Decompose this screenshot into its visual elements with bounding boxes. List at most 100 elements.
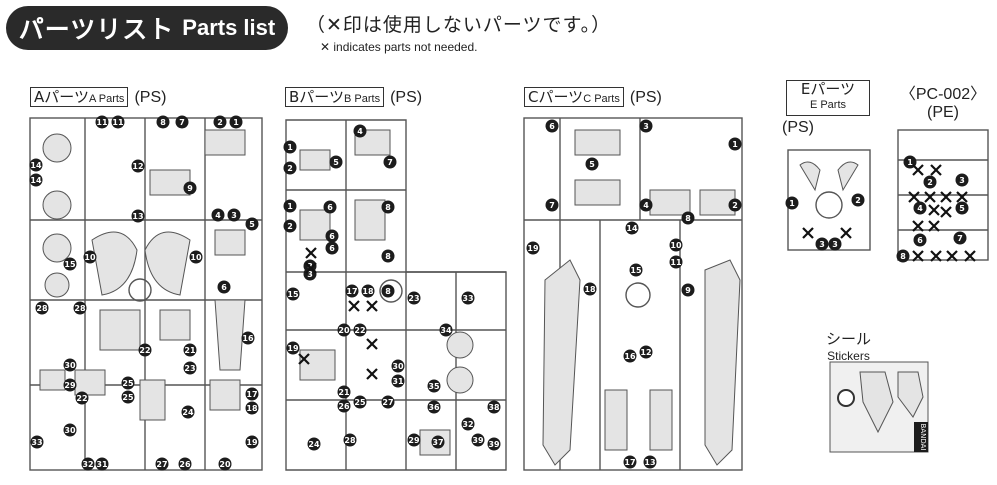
sticker-brand: BANDAI bbox=[919, 424, 927, 451]
part-number-b-33: 33 bbox=[461, 291, 475, 305]
runner-e-en: E Parts bbox=[809, 99, 847, 111]
part-number-a-25: 25 bbox=[121, 390, 135, 404]
part-number-b-26: 26 bbox=[337, 399, 351, 413]
svg-text:19: 19 bbox=[527, 244, 539, 253]
runner-a-frame bbox=[29, 117, 263, 471]
part-number-c-3: 3 bbox=[639, 119, 653, 133]
svg-text:9: 9 bbox=[187, 184, 193, 193]
svg-text:29: 29 bbox=[408, 436, 420, 445]
svg-text:12: 12 bbox=[640, 348, 651, 357]
runner-pc-label: 〈PC-002〉 (PE) bbox=[898, 80, 988, 122]
part-number-b-1: 1 bbox=[283, 140, 297, 154]
svg-text:8: 8 bbox=[900, 252, 906, 261]
svg-text:2: 2 bbox=[217, 118, 223, 127]
svg-text:10: 10 bbox=[84, 253, 96, 262]
svg-text:8: 8 bbox=[685, 214, 691, 223]
part-number-b-8: 8 bbox=[381, 200, 395, 214]
part-number-a-32: 32 bbox=[81, 457, 95, 471]
svg-text:17: 17 bbox=[346, 287, 357, 296]
part-number-pc-6: 6 bbox=[913, 233, 927, 247]
part-number-a-23: 23 bbox=[183, 361, 197, 375]
runner-b-jp: Bパーツ bbox=[289, 88, 344, 106]
part-number-a-15: 15 bbox=[63, 257, 77, 271]
part-number-c-8: 8 bbox=[681, 211, 695, 225]
svg-text:26: 26 bbox=[179, 460, 191, 469]
sticker-sheet: BANDAI bbox=[829, 361, 929, 453]
svg-text:21: 21 bbox=[338, 388, 350, 397]
svg-text:25: 25 bbox=[122, 379, 134, 388]
part-number-a-21: 21 bbox=[183, 343, 197, 357]
exclusion-mark bbox=[366, 368, 378, 380]
svg-text:5: 5 bbox=[959, 204, 965, 213]
svg-text:2: 2 bbox=[855, 196, 861, 205]
svg-text:21: 21 bbox=[184, 346, 196, 355]
part-number-pc-8: 8 bbox=[896, 249, 910, 263]
part-number-c-1: 1 bbox=[728, 137, 742, 151]
svg-text:17: 17 bbox=[624, 458, 635, 467]
part-number-b-7: 7 bbox=[383, 155, 397, 169]
runner-e-jp: Eパーツ bbox=[800, 80, 856, 98]
part-number-b-23: 23 bbox=[407, 291, 421, 305]
part-number-c-9: 9 bbox=[681, 283, 695, 297]
svg-text:22: 22 bbox=[76, 394, 87, 403]
part-number-a-33: 33 bbox=[30, 435, 44, 449]
svg-text:8: 8 bbox=[385, 287, 391, 296]
part-number-a-10: 10 bbox=[189, 250, 203, 264]
svg-text:38: 38 bbox=[488, 403, 500, 412]
svg-text:18: 18 bbox=[246, 404, 258, 413]
exclusion-mark bbox=[940, 191, 952, 203]
part-number-c-16: 16 bbox=[623, 349, 637, 363]
svg-text:5: 5 bbox=[589, 160, 595, 169]
runner-c-jp: Cパーツ bbox=[528, 88, 584, 106]
part-number-a-18: 18 bbox=[245, 401, 259, 415]
svg-text:12: 12 bbox=[132, 162, 143, 171]
svg-text:28: 28 bbox=[36, 304, 48, 313]
part-number-pc-7: 7 bbox=[953, 231, 967, 245]
part-number-a-10: 10 bbox=[83, 250, 97, 264]
svg-text:18: 18 bbox=[362, 287, 374, 296]
svg-text:33: 33 bbox=[31, 438, 42, 447]
parts-list-header: パーツリスト Parts list bbox=[6, 6, 288, 50]
svg-text:4: 4 bbox=[357, 127, 363, 136]
svg-text:2: 2 bbox=[287, 222, 293, 231]
exclusion-mark bbox=[964, 250, 976, 262]
svg-text:3: 3 bbox=[643, 122, 649, 131]
svg-text:2: 2 bbox=[732, 201, 738, 210]
svg-text:2: 2 bbox=[287, 164, 293, 173]
part-number-a-24: 24 bbox=[181, 405, 195, 419]
svg-text:36: 36 bbox=[428, 403, 440, 412]
svg-text:14: 14 bbox=[626, 224, 638, 233]
exclusion-note: （✕印は使用しないパーツです。） ✕ indicates parts not n… bbox=[306, 10, 611, 54]
svg-text:8: 8 bbox=[385, 203, 391, 212]
runner-b-material: (PS) bbox=[390, 89, 423, 106]
part-number-b-36: 36 bbox=[427, 400, 441, 414]
exclusion-mark bbox=[840, 227, 852, 239]
part-number-b-6: 6 bbox=[323, 200, 337, 214]
note-jp: （✕印は使用しないパーツです。） bbox=[306, 14, 612, 36]
part-number-e-3: 3 bbox=[828, 237, 842, 251]
stickers-title-en: Stickers bbox=[827, 349, 870, 363]
exclusion-mark bbox=[956, 191, 968, 203]
svg-text:39: 39 bbox=[472, 436, 484, 445]
svg-text:24: 24 bbox=[308, 440, 320, 449]
svg-text:4: 4 bbox=[215, 211, 221, 220]
part-number-c-4: 4 bbox=[639, 198, 653, 212]
svg-text:15: 15 bbox=[64, 260, 76, 269]
exclusion-mark bbox=[802, 227, 814, 239]
part-number-pc-2: 2 bbox=[923, 175, 937, 189]
svg-text:8: 8 bbox=[385, 252, 391, 261]
part-number-b-17: 17 bbox=[345, 284, 359, 298]
part-number-b-30: 30 bbox=[391, 359, 405, 373]
part-number-a-28: 28 bbox=[35, 301, 49, 315]
part-number-c-6: 6 bbox=[545, 119, 559, 133]
svg-text:33: 33 bbox=[462, 294, 473, 303]
part-number-e-3: 3 bbox=[815, 237, 829, 251]
part-number-a-22: 22 bbox=[138, 343, 152, 357]
part-number-a-28: 28 bbox=[73, 301, 87, 315]
part-number-a-13: 13 bbox=[131, 209, 145, 223]
part-number-a-8: 8 bbox=[156, 115, 170, 129]
svg-text:25: 25 bbox=[354, 398, 366, 407]
svg-text:30: 30 bbox=[64, 426, 76, 435]
part-number-e-2: 2 bbox=[851, 193, 865, 207]
